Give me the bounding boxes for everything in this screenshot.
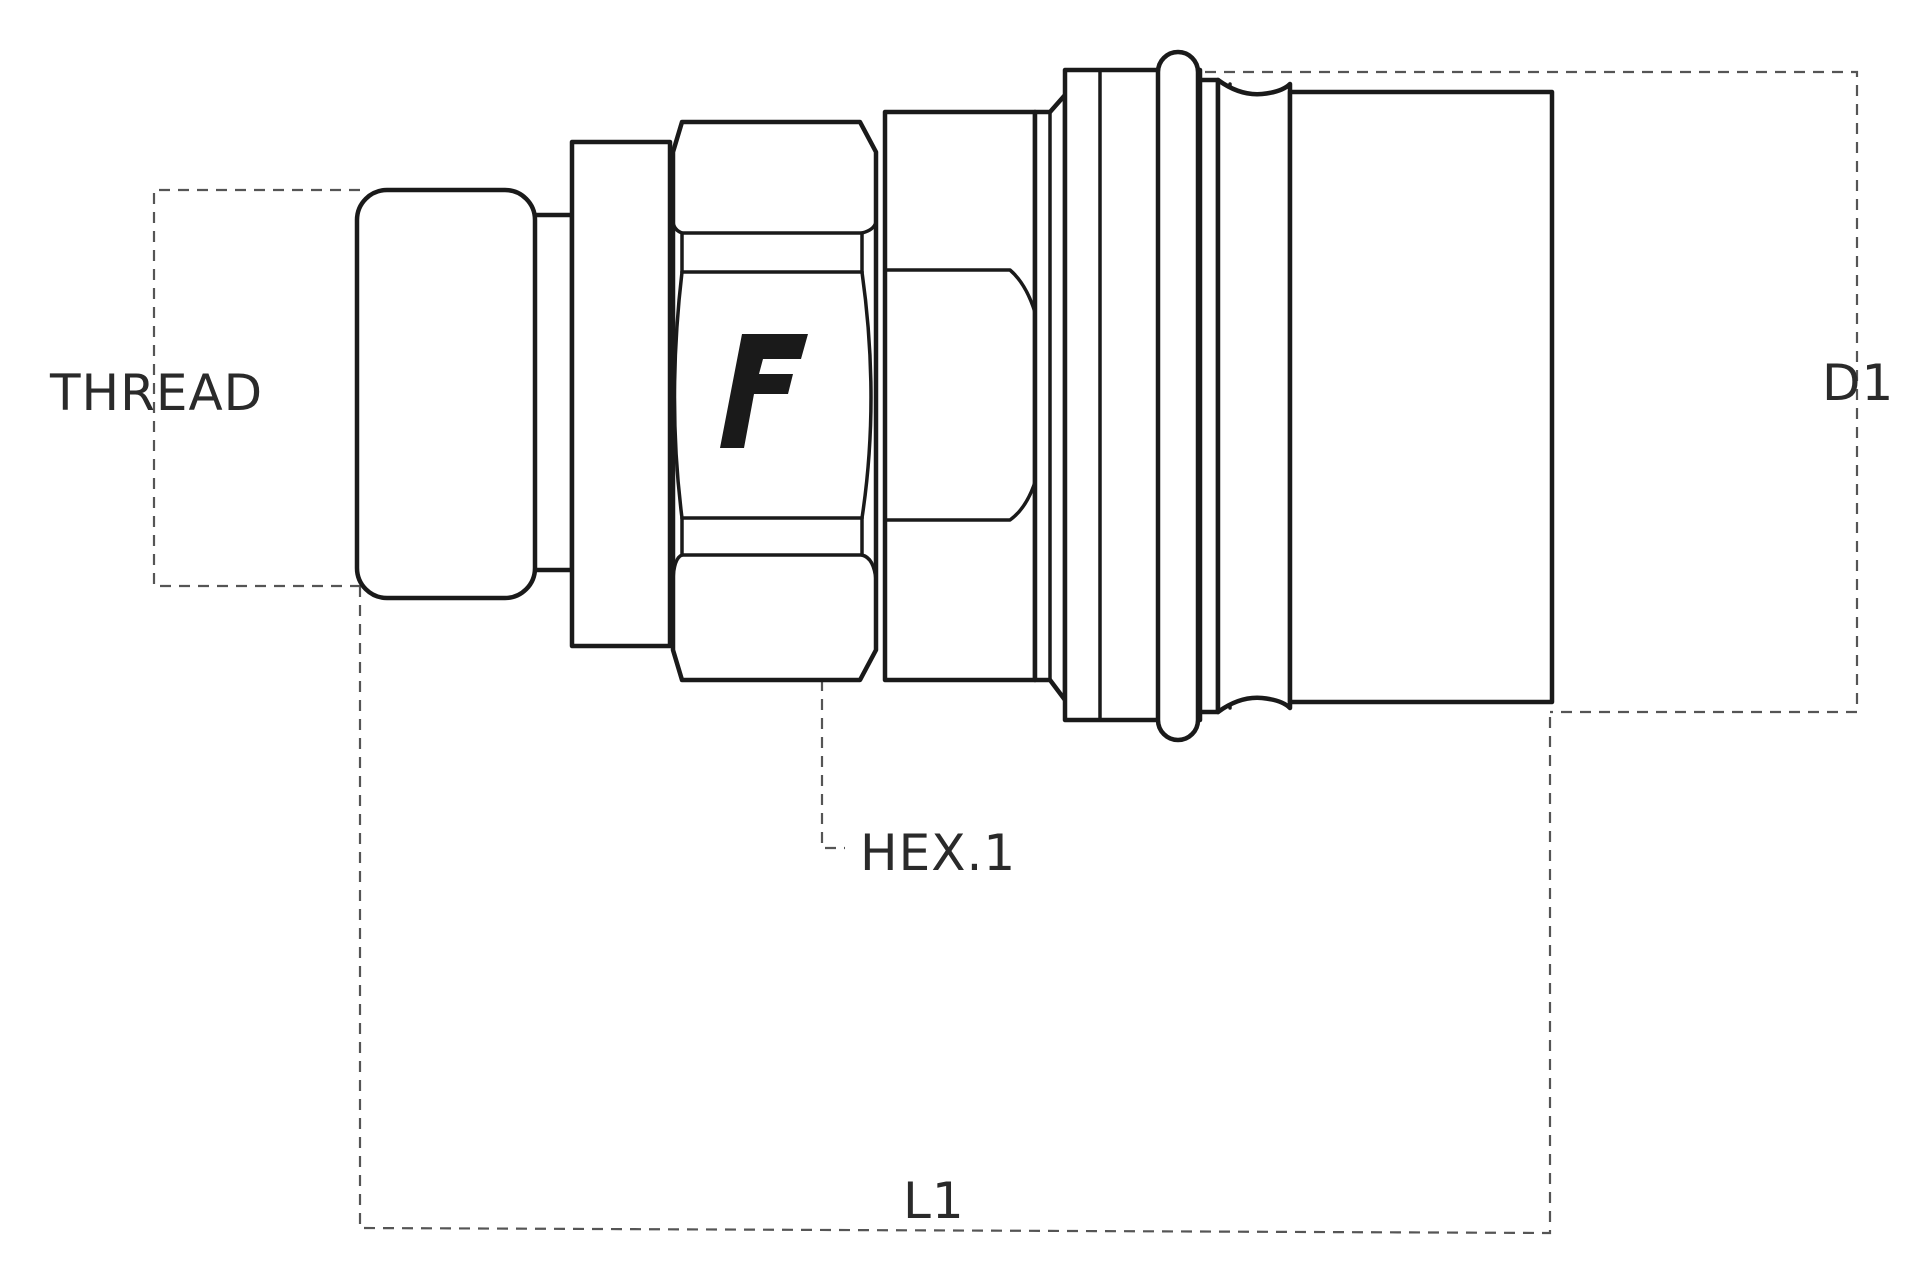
thread-dimension-line (152, 188, 360, 588)
l1-label: L1 (903, 1172, 965, 1230)
d1-dimension-line (1205, 70, 1859, 714)
hex-nut-bottom-facet (671, 553, 878, 652)
thread-end (354, 187, 538, 601)
dimension-labels: THREAD HEX.1 D1 L1 (49, 354, 1894, 1230)
nose-notch (1215, 77, 1293, 715)
hex-nut-outline (670, 119, 879, 683)
l1-dimension-line (358, 586, 1552, 1235)
nose-cylinder (1287, 89, 1555, 705)
hex-nut-middle-face (672, 270, 873, 520)
d1-label: D1 (1822, 354, 1894, 412)
flange-collar (569, 139, 673, 649)
hex1-label: HEX.1 (860, 824, 1016, 882)
hex1-leader-line (820, 680, 845, 850)
thread-neck (529, 212, 575, 573)
sleeve-groove (1197, 77, 1221, 715)
body-block (882, 109, 1038, 683)
letter-f-logo-icon (720, 334, 808, 448)
dimension-lines (152, 70, 1859, 1235)
coupling-body (354, 49, 1555, 743)
hex-nut (670, 119, 879, 683)
sleeve-ridge (1155, 49, 1201, 743)
thread-label: THREAD (49, 364, 263, 422)
